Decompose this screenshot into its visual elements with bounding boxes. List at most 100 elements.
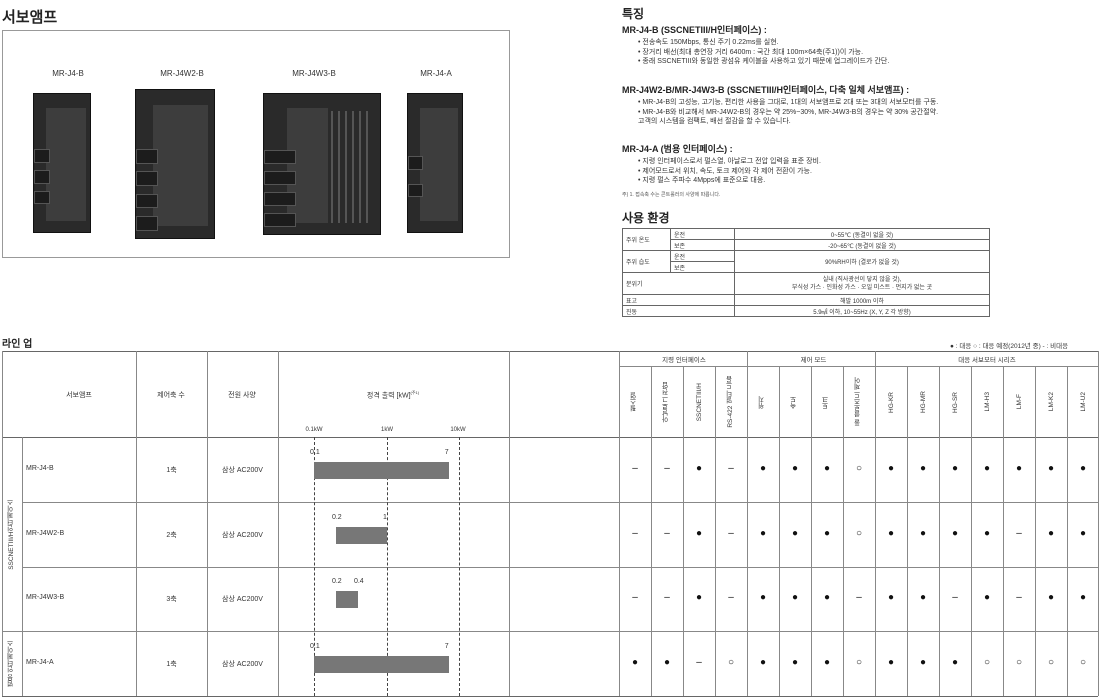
output-max-label: 0.4: [353, 578, 364, 585]
env-sublabel: 보존: [670, 261, 735, 273]
support-mark: ●: [1079, 527, 1087, 539]
row-model: MR-J4W2-B: [26, 529, 65, 537]
output-min-label: 0.2: [331, 513, 342, 521]
col-header-servo-amp: 서보앰프: [66, 392, 92, 399]
support-mark: ●: [823, 527, 831, 539]
env-label: 분위기: [622, 272, 735, 295]
col-header-3: SSCNETIII/H: [695, 382, 703, 422]
col-header-power: 전원 사양: [228, 392, 256, 399]
env-sublabel: 운전: [670, 228, 735, 240]
env-label: 표고: [622, 294, 735, 306]
features-footnote: 주) 1. 접속축 수는 콘트롤러의 사양에 따릅니다.: [622, 192, 721, 198]
grid-line: [907, 366, 908, 696]
grid-line: [2, 696, 1098, 697]
group-label-sscnet: SSCNETIII/H인터페이스: [8, 498, 15, 570]
product-image-mr-j4w2-b: [135, 89, 215, 239]
support-mark: –: [856, 592, 862, 603]
output-range-bar: [335, 526, 387, 544]
support-mark: ●: [1047, 462, 1055, 474]
col-header-1: 펄스열: [631, 392, 638, 412]
feature-item: • 지령 인터페이스로서 펄스열, 아날로그 전압 입력을 표준 장비.: [638, 158, 821, 165]
feature-item: • 제어모드로서 위치, 속도, 토크 제어와 각 제어 전환이 가능.: [638, 167, 812, 175]
support-mark: ●: [695, 527, 703, 539]
support-mark: ●: [983, 527, 991, 539]
support-mark: –: [632, 592, 638, 603]
env-sublabel: 보존: [670, 239, 735, 251]
support-mark: ●: [759, 592, 767, 603]
support-mark: ●: [791, 592, 799, 603]
output-max-label: 7: [444, 642, 449, 650]
features-group-2: MR-J4W2-B/MR-J4W3-B (SSCNETIII/H인터페이스, 다…: [622, 83, 1098, 127]
support-mark: –: [696, 656, 702, 668]
grid-line: [2, 437, 1098, 438]
support-mark: –: [728, 462, 734, 474]
env-label: 진동: [622, 305, 735, 317]
grid-line: [619, 366, 1098, 367]
lineup-legend: ● : 대응 ○ : 대응 예정(2012년 중) - : 비대응: [950, 343, 1069, 350]
feature-item: • MR-J4-B의 고성능, 고기능, 편리한 사용을 그대로, 1대의 서보…: [638, 99, 939, 106]
feature-item: • 종래 SSCNETIII와 동일한 광섬유 케이블을 사용하고 있기 때문에…: [638, 58, 890, 65]
features-group-title: MR-J4W2-B/MR-J4W3-B (SSCNETIII/H인터페이스, 다…: [622, 85, 910, 95]
env-row-temp-storage: 보존 -20~65℃ (동결이 없을 것): [623, 239, 990, 251]
environment-title: 사용 환경: [622, 211, 670, 225]
col-header-7: 토크: [823, 395, 830, 409]
support-mark: ○: [855, 656, 863, 668]
support-mark: ●: [887, 656, 895, 668]
output-min-label: 0.2: [331, 578, 342, 585]
support-mark: ●: [631, 656, 639, 668]
col-header-8: 풀 클로즈드 제어: [855, 377, 862, 427]
product-label-mr-j4-b: MR-J4-B: [52, 69, 84, 78]
product-label-mr-j4-a: MR-J4-A: [420, 69, 452, 78]
col-header-output: 정격 출력 [kW](주1): [366, 390, 420, 400]
col-header-9: HG-KR: [887, 391, 895, 413]
output-tick-10kw: 10kW: [450, 427, 466, 433]
row-power: 삼상 AC200V: [222, 660, 263, 668]
env-value: 0~55℃ (동결이 없을 것): [734, 228, 990, 240]
group-header-control-mode: 제어 모드: [800, 357, 827, 364]
env-row-altitude: 표고 해발 1000m 이하: [622, 294, 990, 306]
support-mark: ●: [823, 462, 831, 474]
env-value: 5.9㎨ 이하, 10~55Hz (X, Y, Z 각 방향): [734, 305, 990, 317]
env-row-atmosphere: 분위기 실내 (직사광선이 닿지 않을 것), 부식성 가스 · 인화성 가스 …: [622, 272, 990, 295]
env-row-vibration: 진동 5.9㎨ 이하, 10~55Hz (X, Y, Z 각 방향): [622, 305, 990, 317]
support-mark: ○: [855, 462, 863, 474]
output-gridline-0: [314, 437, 315, 696]
support-mark: ●: [1015, 462, 1023, 474]
env-label: 주위 습도: [622, 250, 671, 273]
product-image-mr-j4w3-b: [263, 93, 381, 235]
support-mark: ●: [695, 592, 703, 603]
product-image-mr-j4-a: [407, 93, 463, 233]
env-value: 90%RH이하 (결로가 없을 것): [734, 250, 990, 273]
support-mark: ●: [919, 527, 927, 539]
col-header-2: 아날로그 전압: [663, 381, 670, 423]
support-mark: –: [664, 592, 670, 603]
support-mark: ○: [983, 656, 991, 668]
support-mark: ●: [791, 462, 799, 474]
grid-line: [715, 366, 716, 696]
col-header-6: 속도: [791, 395, 798, 409]
feature-item: • 장거리 배선(최대 총연장 거리 6400m : 국간 최대 100m×64…: [638, 48, 864, 56]
grid-line: [207, 351, 208, 696]
grid-line: [2, 631, 22, 632]
env-value: -20~65℃ (동결이 없을 것): [734, 239, 990, 251]
grid-line: [2, 351, 3, 696]
support-mark: ●: [759, 462, 767, 474]
support-mark: ●: [983, 592, 991, 603]
support-mark: ●: [823, 656, 831, 668]
row-power: 삼상 AC200V: [222, 466, 263, 474]
support-mark: ●: [951, 462, 959, 474]
support-mark: ●: [759, 527, 767, 539]
output-gridline-1: [387, 437, 388, 696]
product-label-mr-j4w2-b: MR-J4W2-B: [160, 69, 204, 78]
grid-line: [1067, 366, 1068, 696]
features-group-1: MR-J4-B (SSCNETIII/H인터페이스) : • 전송속도 150M…: [622, 23, 1098, 67]
feature-item: • MR-J4-B와 비교해서 MR-J4W2-B의 경우는 약 25%~30%…: [638, 108, 939, 116]
support-mark: ●: [759, 656, 767, 668]
col-header-4: RS-422 멀티 드롭: [727, 376, 734, 428]
grid-line: [651, 366, 652, 696]
col-header-11: HG-SR: [951, 391, 959, 413]
support-mark: ●: [951, 527, 959, 539]
features-group-3: MR-J4-A (범용 인터페이스) : • 지령 인터페이스로서 펄스열, 아…: [622, 142, 1098, 186]
output-gridline-2: [459, 437, 460, 696]
output-range-bar: [335, 591, 358, 608]
